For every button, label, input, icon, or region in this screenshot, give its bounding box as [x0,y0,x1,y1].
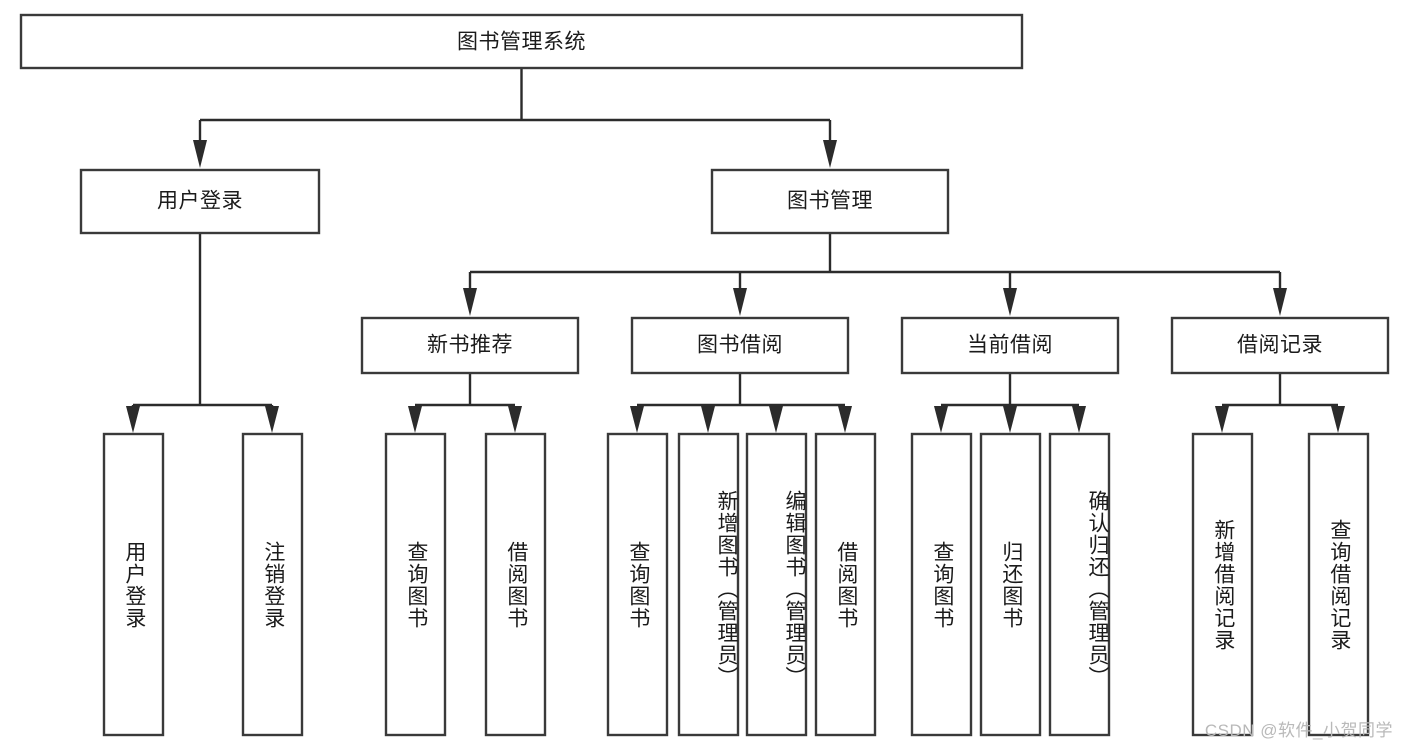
node-leaf-query-book-1[interactable] [384,432,447,737]
node-root-label: 图书管理系统 [457,31,586,54]
node-borrow-record-label: 借阅记录 [1237,334,1323,357]
node-book-management-label: 图书管理 [787,190,873,213]
arrow-head-leaf-query-book-2 [630,406,644,433]
node-layer: 图书管理系统 用户登录 图书管理 新书推荐 图书借阅 [19,13,1390,737]
node-leaf-add-book[interactable] [677,432,740,737]
node-leaf-borrow-book-1[interactable] [484,432,547,737]
arrow-head-leaf-edit-book [769,406,783,433]
node-leaf-query-book-3[interactable] [910,432,973,737]
arrow-head-user-login [193,140,207,168]
node-leaf-confirm-return[interactable] [1048,432,1111,737]
arrow-head-leaf-query-book-3 [934,406,948,433]
arrow-head-new-book-recommend [463,288,477,316]
node-user-login[interactable]: 用户登录 [79,168,321,235]
node-book-borrow[interactable]: 图书借阅 [630,316,850,375]
arrow-head-leaf-borrow-book-1 [508,406,522,433]
node-user-login-label: 用户登录 [157,190,243,213]
arrow-head-borrow-record [1273,288,1287,316]
arrow-head-leaf-query-book-1 [408,406,422,433]
arrow-head-leaf-borrow-book-2 [838,406,852,433]
arrow-head-leaf-confirm-return [1072,406,1086,433]
node-leaf-add-record[interactable] [1191,432,1254,737]
node-leaf-return-book[interactable] [979,432,1042,737]
node-leaf-query-record[interactable] [1307,432,1370,737]
connector-layer [126,68,1345,433]
arrow-head-leaf-return-book [1003,406,1017,433]
csdn-watermark: CSDN @软件_小贺同学 [1204,721,1393,740]
node-leaf-query-book-2[interactable] [606,432,669,737]
node-leaf-user-login[interactable] [102,432,165,737]
node-leaf-borrow-book-2[interactable] [814,432,877,737]
node-new-book-recommend-label: 新书推荐 [427,334,513,357]
arrow-head-leaf-add-record [1215,406,1229,433]
arrow-head-leaf-user-login [126,406,140,433]
node-current-borrow-label: 当前借阅 [967,334,1053,357]
arrow-head-current-borrow [1003,288,1017,316]
node-book-management[interactable]: 图书管理 [710,168,950,235]
node-borrow-record[interactable]: 借阅记录 [1170,316,1390,375]
arrow-head-book-management [823,140,837,168]
node-root[interactable]: 图书管理系统 [19,13,1024,70]
node-leaf-logout-login[interactable] [241,432,304,737]
node-book-borrow-label: 图书借阅 [697,334,783,357]
arrow-head-book-borrow [733,288,747,316]
arrow-head-leaf-add-book [701,406,715,433]
node-leaf-edit-book[interactable] [745,432,808,737]
node-new-book-recommend[interactable]: 新书推荐 [360,316,580,375]
arrow-head-leaf-query-record [1331,406,1345,433]
arrow-head-leaf-logout-login [265,406,279,433]
node-current-borrow[interactable]: 当前借阅 [900,316,1120,375]
